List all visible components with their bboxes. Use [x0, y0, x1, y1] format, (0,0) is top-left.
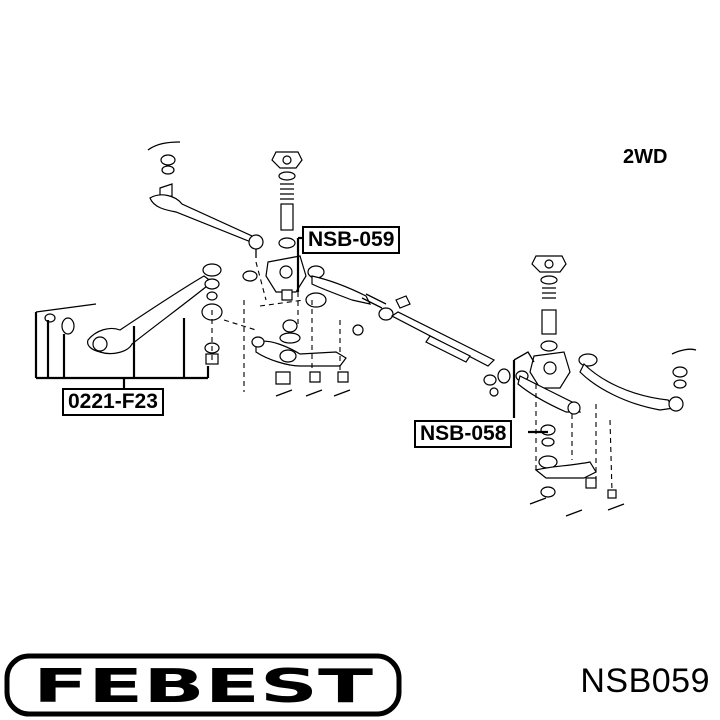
dashed-guides-left — [211, 261, 341, 392]
febest-logo-icon: FEBEST — [4, 653, 402, 717]
center-drag-rod — [390, 311, 529, 397]
right-tie-rod — [578, 348, 697, 412]
brand-text: FEBEST — [33, 659, 374, 713]
left-callout-leaders — [34, 303, 210, 388]
center-idler-column — [242, 151, 307, 301]
part-number: NSB059 — [580, 662, 710, 700]
callout-right: NSB-058 — [414, 420, 513, 448]
center-tie-rod — [305, 265, 411, 336]
dashed-guides-right — [535, 384, 613, 493]
left-relay-arm — [251, 319, 351, 397]
left-idler-arm — [44, 263, 223, 365]
drive-variant-label: 2WD — [623, 146, 668, 168]
callout-left: 0221-F23 — [62, 388, 164, 416]
left-upper-tie-rod — [147, 141, 264, 258]
right-drag-link — [513, 351, 581, 415]
right-callout-leader — [512, 360, 548, 434]
callout-center: NSB-059 — [302, 226, 401, 254]
